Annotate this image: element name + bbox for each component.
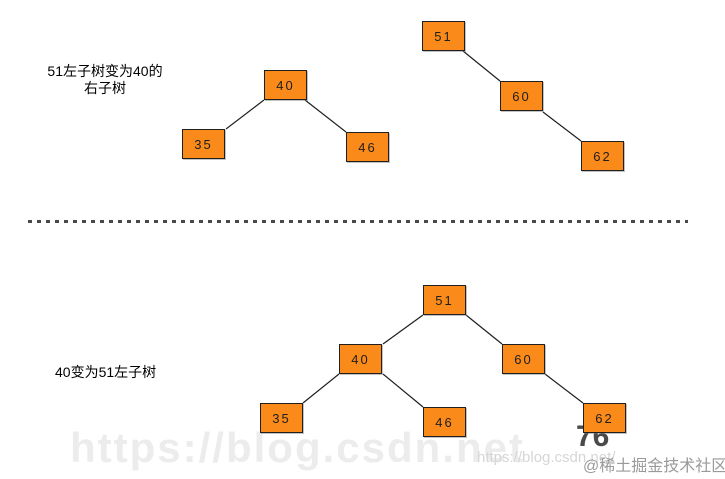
tree-edge — [382, 314, 424, 345]
tree-node-step1-chain-60: 60 — [500, 81, 543, 111]
watermark-blog-url: https://blog.csdn.net/ — [477, 449, 616, 466]
tree-edge — [304, 99, 347, 133]
caption-step2: 40变为51左子树 — [55, 364, 157, 380]
tree-node-step1-subtree-40: 40 — [264, 70, 307, 100]
tree-node-step2-final-46: 46 — [423, 407, 466, 437]
tree-node-step2-final-60: 60 — [502, 344, 545, 374]
tree-node-step1-subtree-46: 46 — [346, 132, 389, 162]
watermark-community: @稀土掘金技术社区 — [583, 458, 725, 475]
tree-edge — [302, 373, 340, 404]
tree-edge — [225, 99, 265, 130]
tree-node-step1-chain-51: 51 — [422, 21, 465, 51]
tree-edge — [544, 373, 584, 404]
tree-edge — [462, 50, 501, 82]
tree-edge — [465, 314, 503, 345]
tree-node-step2-final-62: 62 — [583, 403, 626, 433]
caption-step1-line1: 51左子树变为40的 — [47, 63, 163, 79]
tree-node-step2-final-35: 35 — [260, 403, 303, 433]
tree-node-step2-final-40: 40 — [339, 344, 382, 374]
tree-edge — [382, 373, 424, 408]
caption-step1-line2: 右子树 — [84, 80, 126, 96]
tree-node-step1-chain-62: 62 — [581, 141, 624, 171]
tree-node-step1-subtree-35: 35 — [182, 129, 225, 159]
tree-node-step2-final-51: 51 — [423, 285, 466, 315]
caption-step1: 51左子树变为40的 右子树 — [38, 63, 172, 97]
tree-edge — [542, 111, 582, 142]
dashed-divider — [28, 220, 688, 223]
